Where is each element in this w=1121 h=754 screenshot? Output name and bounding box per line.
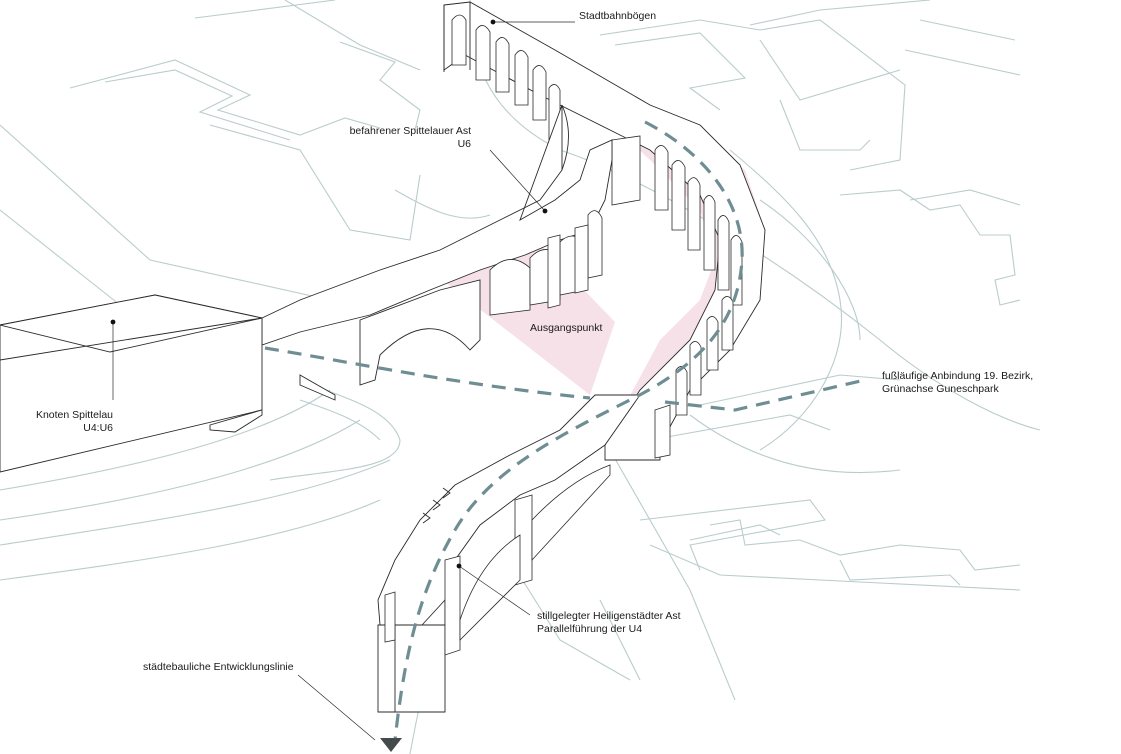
leaders [110, 19, 575, 741]
label-entwicklungslinie: städtebauliche Entwicklungslinie [143, 661, 294, 673]
label-ausgangspunkt: Ausgangspunkt [530, 322, 602, 334]
dashed-routes [264, 120, 866, 752]
arrowhead-icon [380, 738, 402, 752]
label-stadtbahnboegen: Stadtbahnbögen [579, 10, 656, 22]
viaduct-heiligenstaedter-ast [377, 394, 641, 713]
context-map [0, 0, 1041, 754]
station-block-knoten-spittelau [0, 294, 336, 473]
marker-dot [456, 563, 462, 569]
labels: Stadtbahnbögen befahrener Spittelauer As… [36, 10, 1033, 673]
route-to-station [264, 346, 591, 400]
label-parallelfuehrung: Parallelführung der U4 [537, 623, 642, 635]
route-to-19th-district [664, 378, 866, 412]
label-anbindung: fußläufige Anbindung 19. Bezirk, [882, 370, 1033, 382]
marker-dot [490, 19, 496, 25]
label-knoten-spittelau: Knoten Spittelau [36, 409, 113, 421]
label-heiligenstaedter-ast: stillgelegter Heiligenstädter Ast [537, 610, 681, 622]
marker-dot [542, 208, 548, 214]
label-spittelauer-u6: U6 [458, 138, 472, 150]
label-spittelauer-ast: befahrener Spittelauer Ast [350, 125, 471, 137]
label-gruenachse: Grünachse Guneschpark [882, 383, 999, 395]
marker-dot [110, 319, 116, 325]
viaduct-spittelauer-ast [261, 104, 613, 386]
route-development-line [393, 120, 744, 741]
viaduct-stadtbahnboegen [443, 1, 766, 461]
label-knoten-u4u6: U4:U6 [83, 422, 113, 434]
